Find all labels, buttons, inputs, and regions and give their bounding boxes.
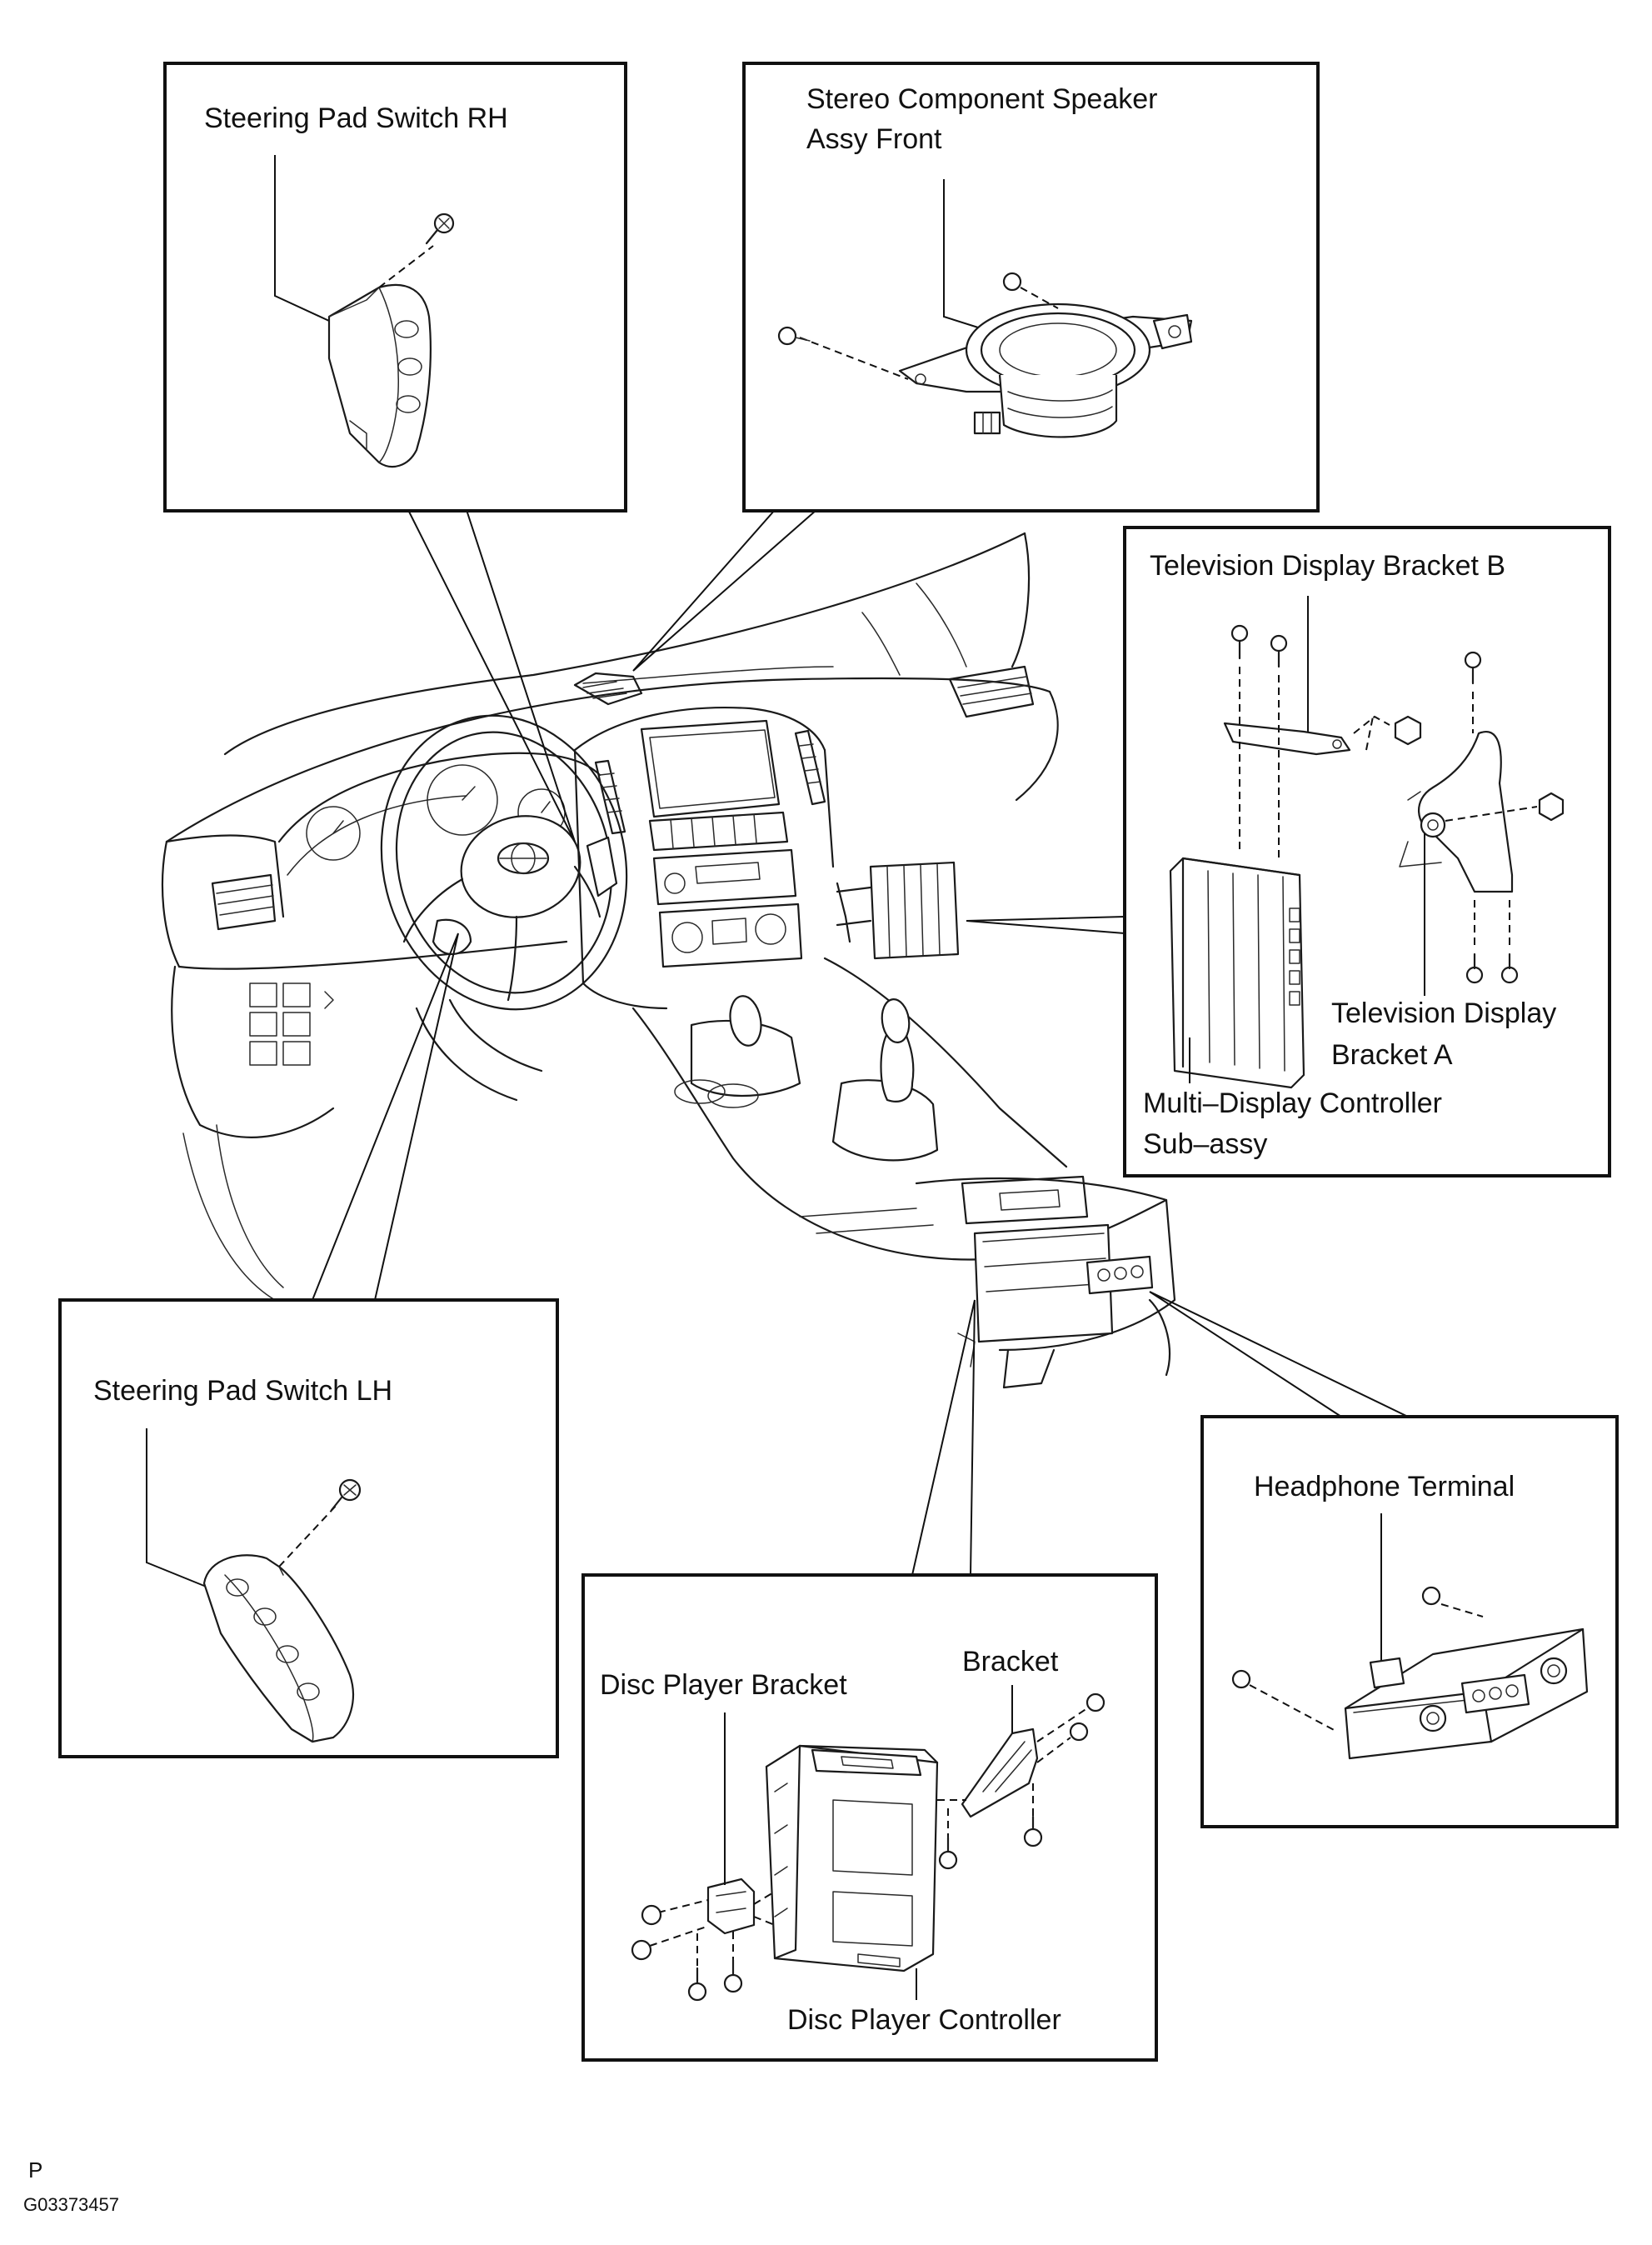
steering-pad-switch-rh-drawing (275, 155, 453, 467)
label-bracket: Bracket (962, 1646, 1059, 1678)
label-multi-display-controller-line2: Sub–assy (1143, 1128, 1268, 1160)
dashboard-illustration (162, 533, 1175, 1388)
label-disc-player-bracket: Disc Player Bracket (600, 1669, 847, 1701)
callout-leaders (312, 510, 1408, 1575)
frame-tv-bracket (1125, 528, 1610, 1176)
label-steering-pad-switch-rh: Steering Pad Switch RH (204, 102, 508, 134)
footer-mark: P (28, 2158, 43, 2182)
label-multi-display-controller-line1: Multi–Display Controller (1143, 1088, 1443, 1119)
steering-pad-switch-lh-drawing (147, 1428, 360, 1742)
label-steering-pad-switch-lh: Steering Pad Switch LH (93, 1375, 393, 1407)
label-disc-player-controller: Disc Player Controller (787, 2004, 1061, 2036)
frame-headphone (1202, 1417, 1617, 1827)
label-tv-display-bracket-a-line1: Television Display (1331, 998, 1557, 1029)
label-headphone-terminal: Headphone Terminal (1254, 1471, 1515, 1502)
stereo-speaker-drawing (779, 179, 1191, 437)
headphone-terminal-drawing (1233, 1513, 1587, 1758)
frame-speaker (744, 63, 1318, 511)
tv-bracket-drawing (1170, 596, 1563, 1088)
figure-code: G03373457 (23, 2194, 119, 2215)
label-stereo-speaker-line1: Stereo Component Speaker (806, 83, 1158, 115)
disc-player-drawing (632, 1685, 1104, 2000)
label-tv-display-bracket-a-line2: Bracket A (1331, 1039, 1453, 1071)
label-stereo-speaker-line2: Assy Front (806, 123, 942, 155)
label-tv-display-bracket-b: Television Display Bracket B (1150, 550, 1506, 582)
